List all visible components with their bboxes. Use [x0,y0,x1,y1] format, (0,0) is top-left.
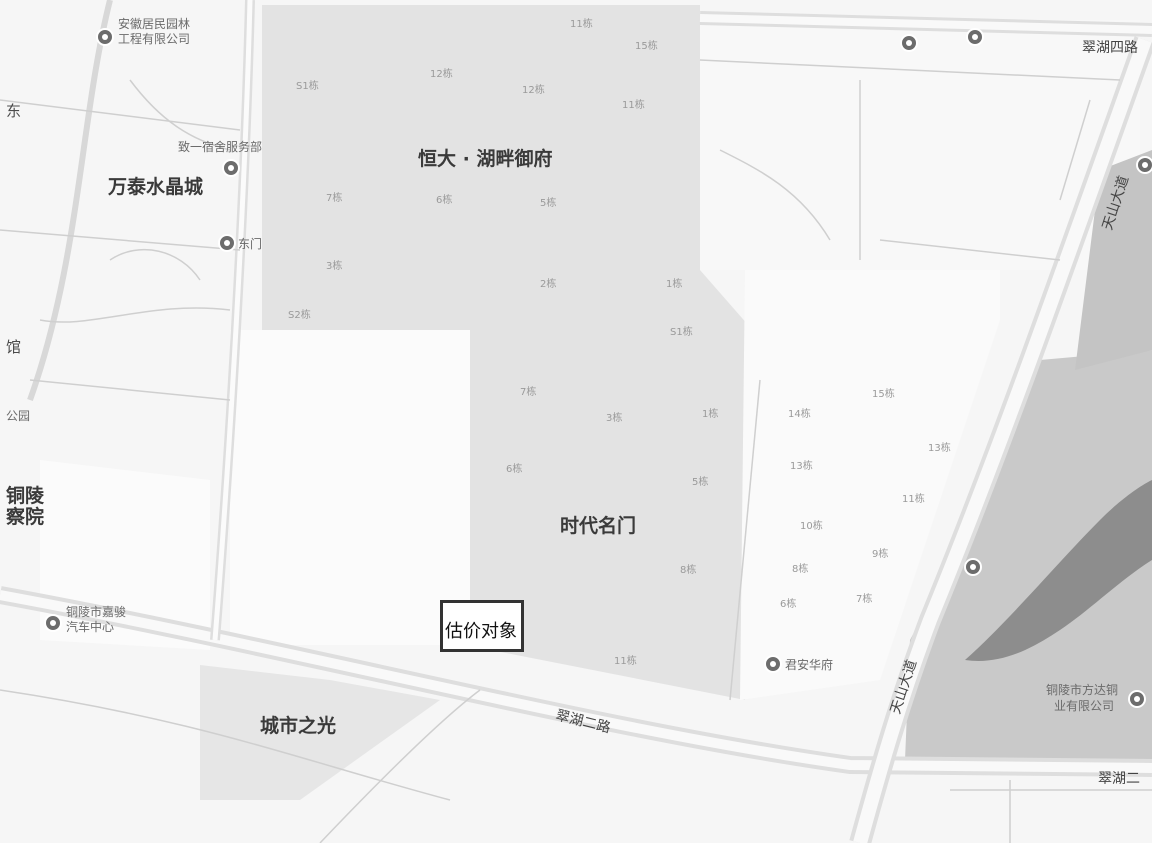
park-area [905,350,1152,770]
building-label: 15栋 [872,389,895,400]
poi-marker-north-2[interactable] [966,28,984,46]
valuation-target-marker[interactable]: 估价对象 [440,600,524,652]
upper-right-park [1075,150,1152,370]
building-label: 13栋 [928,443,951,454]
valuation-target-label: 估价对象 [445,621,517,642]
upper-right-block [700,20,1140,270]
poi-marker-anhui[interactable] [96,28,114,46]
building-label: 11栋 [570,19,593,30]
building-label: 11栋 [614,656,637,667]
cuihu-right-road-label: 翠湖二 [1098,771,1140,787]
hengda-area [262,5,770,700]
poi-label-tongling-2: 业有限公司 [1054,699,1115,713]
minor-paths [0,59,1152,843]
building-label: 1栋 [702,409,719,420]
poi-label-junan: 君安华府 [785,658,834,672]
left-curve-road [27,0,113,402]
building-label: S2栋 [288,310,311,321]
chengshi-area [200,665,440,800]
water-body [965,480,1152,661]
cuihu-si-road-label: 翠湖四路 [1082,40,1138,56]
building-label: 9栋 [872,549,889,560]
poi-marker-north-1[interactable] [900,34,918,52]
building-label: 11栋 [622,100,645,111]
building-label: 5栋 [692,477,709,488]
poi-marker-northeast[interactable] [1136,156,1152,174]
building-label: 12栋 [430,69,453,80]
poi-label-service: 致一宿舍服务部 [178,140,263,154]
building-label: 7栋 [856,594,873,605]
poi-label-car-2: 汽车中心 [66,620,115,634]
building-label: 6栋 [436,195,453,206]
building-label: 2栋 [540,279,557,290]
poi-marker-park[interactable] [964,558,982,576]
building-label: 10栋 [800,521,823,532]
building-label: S1栋 [296,81,319,92]
building-label: 6栋 [780,599,797,610]
building-label: 5栋 [540,198,557,209]
chengshi-label: 城市之光 [260,715,337,737]
building-label: 8栋 [792,564,809,575]
poi-marker-tongling[interactable] [1128,690,1146,708]
building-label: S1栋 [670,327,693,338]
edge-label-court-1: 铜陵 [6,485,45,507]
poi-label-east-gate: 东门 [238,237,263,251]
building-label: 14栋 [788,409,811,420]
poi-marker-east-gate[interactable] [218,234,236,252]
poi-marker-service[interactable] [222,159,240,177]
building-label: 13栋 [790,461,813,472]
center-block [230,330,470,645]
building-label: 12栋 [522,85,545,96]
edge-label-left-mid: 馆 [6,338,22,356]
poi-label-car-1: 铜陵市嘉骏 [66,605,127,619]
building-label: 3栋 [326,261,343,272]
building-label: 7栋 [326,193,343,204]
building-label: 6栋 [506,464,523,475]
building-label: 7栋 [520,387,537,398]
edge-label-left-park: 公园 [6,409,31,423]
right-block [740,270,1000,700]
shidai-label: 时代名门 [560,515,637,537]
building-label: 11栋 [902,494,925,505]
wantai-label: 万泰水晶城 [108,176,204,198]
building-label: 1栋 [666,279,683,290]
edge-label-left-top: 东 [6,102,22,120]
poi-marker-car[interactable] [44,614,62,632]
building-label: 3栋 [606,413,623,424]
poi-label-anhui-2: 工程有限公司 [118,32,191,46]
poi-marker-junan[interactable] [764,655,782,673]
building-label: 15栋 [635,41,658,52]
hengda-label: 恒大 · 湖畔御府 [418,148,553,170]
edge-label-court-2: 察院 [6,506,45,528]
poi-label-anhui-1: 安徽居民园林 [118,17,191,31]
building-label: 8栋 [680,565,697,576]
poi-label-tongling-1: 铜陵市方达铜 [1046,683,1119,697]
